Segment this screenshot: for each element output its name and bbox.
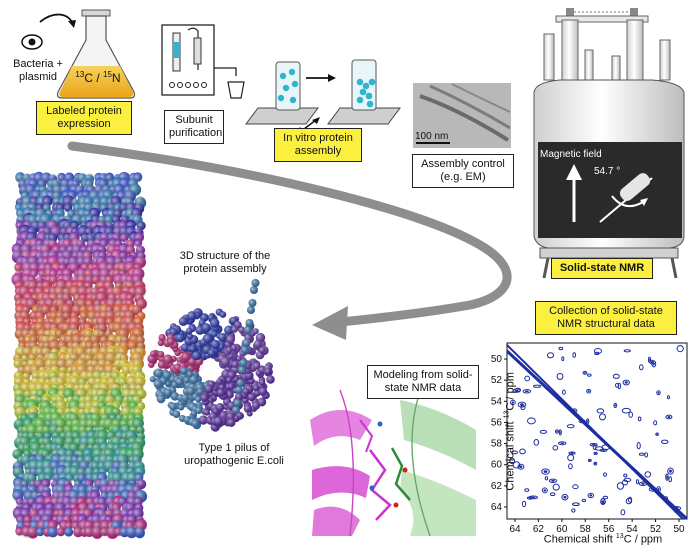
y-tick-label: 60 bbox=[491, 460, 503, 471]
pilus-sphere-model bbox=[11, 171, 148, 540]
structure-3d-label: 3D structure of the protein assembly bbox=[179, 250, 271, 275]
labeled-expression-callout: Labeled protein expression bbox=[36, 101, 132, 135]
bacteria-label: Bacteria + plasmid bbox=[13, 58, 63, 83]
spectrum-y-label: Chemical shift 13C / ppm bbox=[503, 372, 517, 491]
em-micrograph bbox=[413, 83, 511, 148]
solid-state-nmr-callout: Solid-state NMR bbox=[551, 258, 653, 279]
pilus-cross-section bbox=[147, 279, 275, 432]
pilus-label: Type 1 pilus of uropathogenic E.coli bbox=[184, 442, 284, 467]
magnetic-field-label: Magnetic field bbox=[540, 149, 602, 160]
scale-bar-label: 100 nm bbox=[415, 131, 449, 142]
x-tick-label: 60 bbox=[556, 524, 568, 535]
x-tick-label: 64 bbox=[509, 524, 521, 535]
y-tick-label: 52 bbox=[491, 375, 503, 386]
workflow-arrowhead bbox=[312, 306, 348, 340]
x-tick-label: 56 bbox=[603, 524, 615, 535]
x-tick-label: 58 bbox=[580, 524, 592, 535]
subunit-purification-callout: Subunit purification bbox=[164, 110, 224, 144]
nmr-magnet bbox=[533, 8, 685, 279]
collection-callout: Collection of solid-state NMR structural… bbox=[535, 301, 677, 335]
y-tick-label: 54 bbox=[491, 396, 503, 407]
assembly-icon bbox=[245, 59, 401, 135]
y-tick-label: 56 bbox=[491, 417, 503, 428]
purification-icon bbox=[161, 24, 245, 99]
assembly-control-callout: Assembly control (e.g. EM) bbox=[412, 154, 514, 188]
x-tick-label: 62 bbox=[533, 524, 545, 535]
x-tick-label: 54 bbox=[627, 524, 639, 535]
flask-icon bbox=[56, 9, 136, 99]
workflow-arrow bbox=[67, 141, 512, 327]
spectrum-x-label: Chemical shift 13C / ppm bbox=[543, 533, 663, 546]
modeling-panel bbox=[307, 388, 477, 538]
y-tick-label: 50 bbox=[491, 354, 503, 365]
y-tick-label: 62 bbox=[491, 481, 503, 492]
x-tick-label: 50 bbox=[673, 524, 685, 535]
x-tick-label: 52 bbox=[650, 524, 662, 535]
bacteria-icon bbox=[21, 13, 76, 50]
in-vitro-assembly-callout: In vitro protein assembly bbox=[274, 128, 362, 162]
y-tick-label: 58 bbox=[491, 439, 503, 450]
spectrum-plot: 64 62 60 58 56 54 52 50 50 52 54 56 58 60 62 64 bbox=[491, 342, 688, 535]
magic-angle-label: 54.7 ° bbox=[594, 166, 621, 177]
modeling-callout: Modeling from solid-state NMR data bbox=[367, 365, 479, 399]
y-tick-label: 64 bbox=[491, 502, 503, 513]
isotope-label: 13C / 15N bbox=[75, 70, 121, 85]
